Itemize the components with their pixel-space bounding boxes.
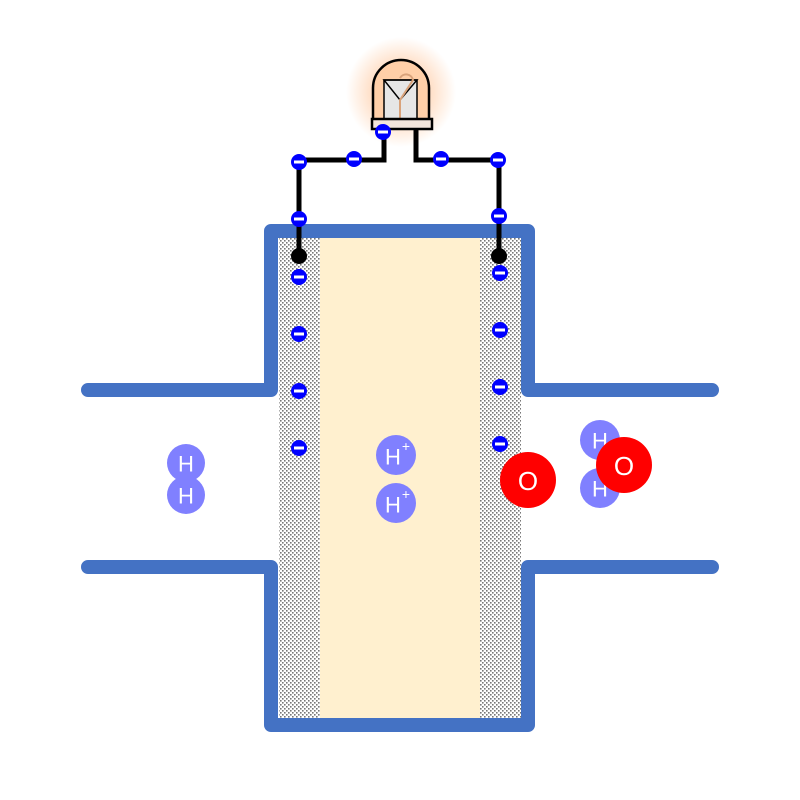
hydrogen-ion-label: H — [385, 493, 401, 518]
electron-icon — [492, 322, 508, 338]
electrolyte — [320, 238, 480, 718]
electron-icon — [291, 440, 307, 456]
led-bulb-icon — [346, 37, 456, 147]
electron-icon — [291, 269, 307, 285]
cathode-terminal — [491, 248, 507, 264]
oxygen-atom-label: O — [518, 466, 538, 496]
electron-icon — [291, 154, 307, 170]
hydrogen-ion: H + — [376, 435, 416, 475]
electron-icon — [291, 211, 307, 227]
electron-icon — [375, 124, 391, 140]
anode-terminal — [291, 248, 307, 264]
electron-icon — [492, 265, 508, 281]
electron-icon — [433, 151, 449, 167]
plus-sign: + — [402, 486, 410, 502]
hydrogen-ion-label: H — [385, 445, 401, 470]
electron-icon — [490, 152, 506, 168]
anode-electrode — [279, 238, 320, 718]
electron-icon — [291, 383, 307, 399]
electron-icon — [346, 151, 362, 167]
plus-sign: + — [402, 438, 410, 454]
hydrogen-molecule: H H — [167, 444, 205, 514]
water-molecule: H H O — [580, 420, 652, 508]
electrons — [291, 124, 508, 456]
electron-icon — [491, 208, 507, 224]
electron-icon — [291, 326, 307, 342]
electron-icon — [492, 436, 508, 452]
cell-frame — [81, 224, 719, 732]
wire-anode — [296, 129, 387, 256]
hydrogen-atom-label: H — [178, 452, 194, 477]
hydrogen-atom-label: H — [178, 484, 194, 509]
hydrogen-ion: H + — [376, 483, 416, 523]
oxygen-atom-label: O — [614, 451, 634, 481]
electron-icon — [492, 379, 508, 395]
oxygen-atom: O — [500, 452, 556, 508]
